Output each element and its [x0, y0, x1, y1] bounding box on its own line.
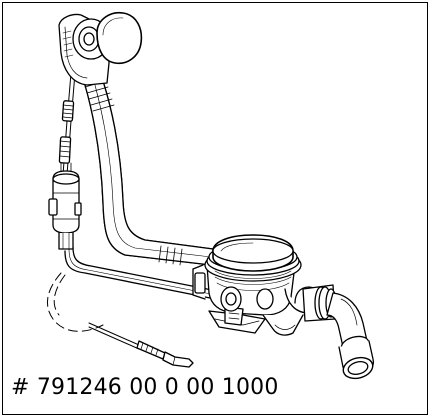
cable-connector-housing	[49, 163, 81, 249]
bowden-cable	[59, 73, 75, 175]
lower-hose	[65, 247, 217, 299]
overflow-hose	[81, 69, 213, 265]
overflow-head	[59, 13, 141, 85]
cable-end-plug	[89, 323, 193, 367]
bath-drain-set-illustration	[3, 3, 429, 416]
article-number-caption: # 791246 00 0 00 1000	[11, 375, 279, 400]
waste-drain-body	[193, 235, 301, 333]
product-image-frame: # 791246 00 0 00 1000	[2, 2, 428, 415]
bowden-cable-dashed	[47, 273, 103, 331]
trap-outlet-pipe	[263, 285, 375, 382]
